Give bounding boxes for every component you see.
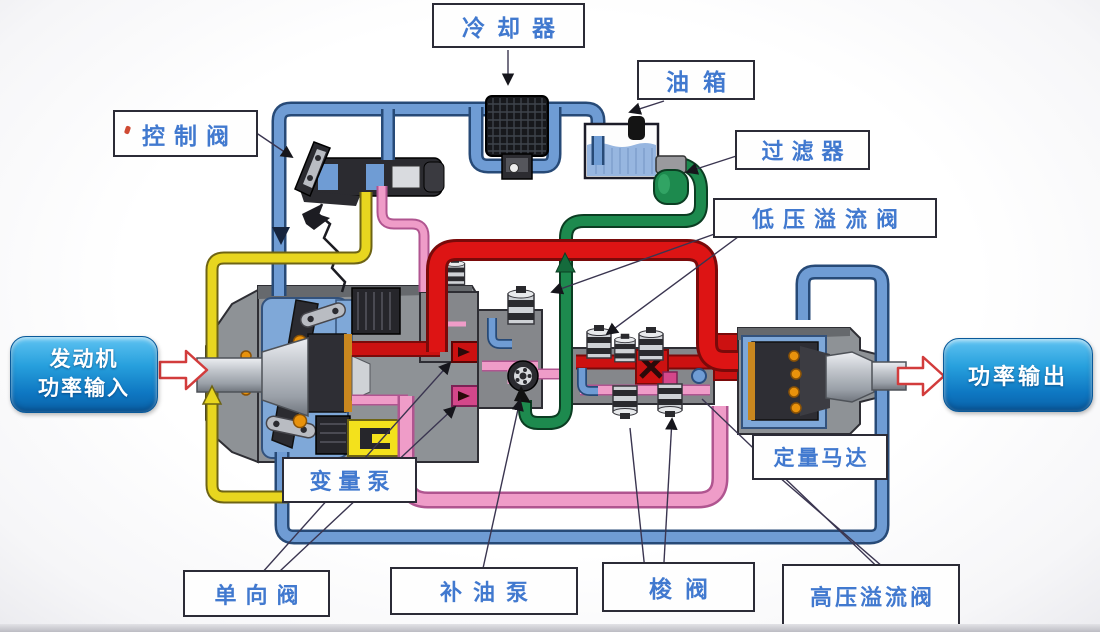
cooler-fitting: [501, 153, 533, 180]
image-bottom-edge: [0, 624, 1100, 632]
leader-lp-relief-1: [550, 225, 738, 295]
power-arrows: [158, 349, 946, 397]
tank-cap: [628, 116, 645, 140]
label-tank: 油箱: [637, 60, 755, 100]
blue-flow-arrow: [272, 227, 290, 245]
flow-arrows: [201, 227, 576, 405]
leader-hp-relief-2: [778, 476, 899, 581]
yellow-flow-arrow: [201, 384, 223, 405]
trunnion-link-upper: [300, 302, 346, 328]
label-fixed-motor: 定量马达: [752, 434, 888, 480]
leader-charge-pump: [479, 398, 524, 583]
engine-power-input-block: 发动机 功率输入: [10, 336, 158, 413]
leader-hp-relief-1: [701, 398, 892, 581]
shafts: [196, 336, 907, 418]
control-lever: [294, 141, 331, 198]
pump-bottom-port: [315, 415, 351, 455]
power-output-arrow: [896, 355, 946, 397]
high-pressure-pipe-red: [426, 239, 738, 372]
check-valve-lower: [451, 385, 479, 407]
label-high-pressure-relief-valve: 高压溢流阀: [782, 564, 960, 627]
pump-port-plate: [351, 287, 401, 335]
leader-shuttle-1: [629, 427, 647, 581]
gerotor-charge-pump: [507, 360, 539, 392]
pump-input-shaft: [196, 357, 268, 393]
suction-pipe-green: [518, 157, 708, 430]
fixed-motor-graphic: [713, 327, 877, 435]
power-input-arrow: [158, 349, 209, 391]
power-output-block: 功率输出: [943, 338, 1093, 412]
check-valve-upper: [451, 341, 479, 363]
green-flow-arrow: [555, 251, 576, 273]
cooler-graphic: [485, 95, 549, 180]
oil-tank-graphic: [583, 116, 660, 180]
leader-control-valve: [251, 129, 294, 159]
label-control-valve: 控制阀: [113, 110, 258, 157]
charge-pump-yellow-housing: [347, 419, 401, 457]
label-low-pressure-relief-valve: 低压溢流阀: [713, 198, 937, 238]
red-tick: [123, 125, 132, 135]
low-pressure-relief-valve-cartridge: [507, 286, 535, 325]
label-shuttle-valve: 梭阀: [602, 562, 755, 612]
label-variable-pump: 变量泵: [282, 457, 417, 503]
control-valve-graphic: [294, 141, 445, 293]
label-cooler: 冷却器: [432, 3, 585, 48]
shuttle-valve-cartridge: [612, 385, 638, 419]
leader-tank: [628, 100, 665, 115]
variable-pump-graphic: [205, 285, 479, 464]
leader-shuttle-2: [662, 417, 678, 581]
case-drain-pipe-blue: [274, 264, 890, 545]
label-check-valve: 单向阀: [183, 570, 330, 617]
pump-cylinder-block: [307, 333, 347, 413]
trunnion-link-lower: [265, 415, 317, 439]
filter-graphic: [653, 155, 689, 205]
control-pipe-yellow: [205, 192, 373, 504]
label-charge-pump: 补油泵: [390, 567, 578, 615]
servo-pipe-pink: [376, 186, 430, 292]
leader-lp-relief-2: [605, 233, 743, 336]
label-filter: 过滤器: [735, 130, 870, 170]
